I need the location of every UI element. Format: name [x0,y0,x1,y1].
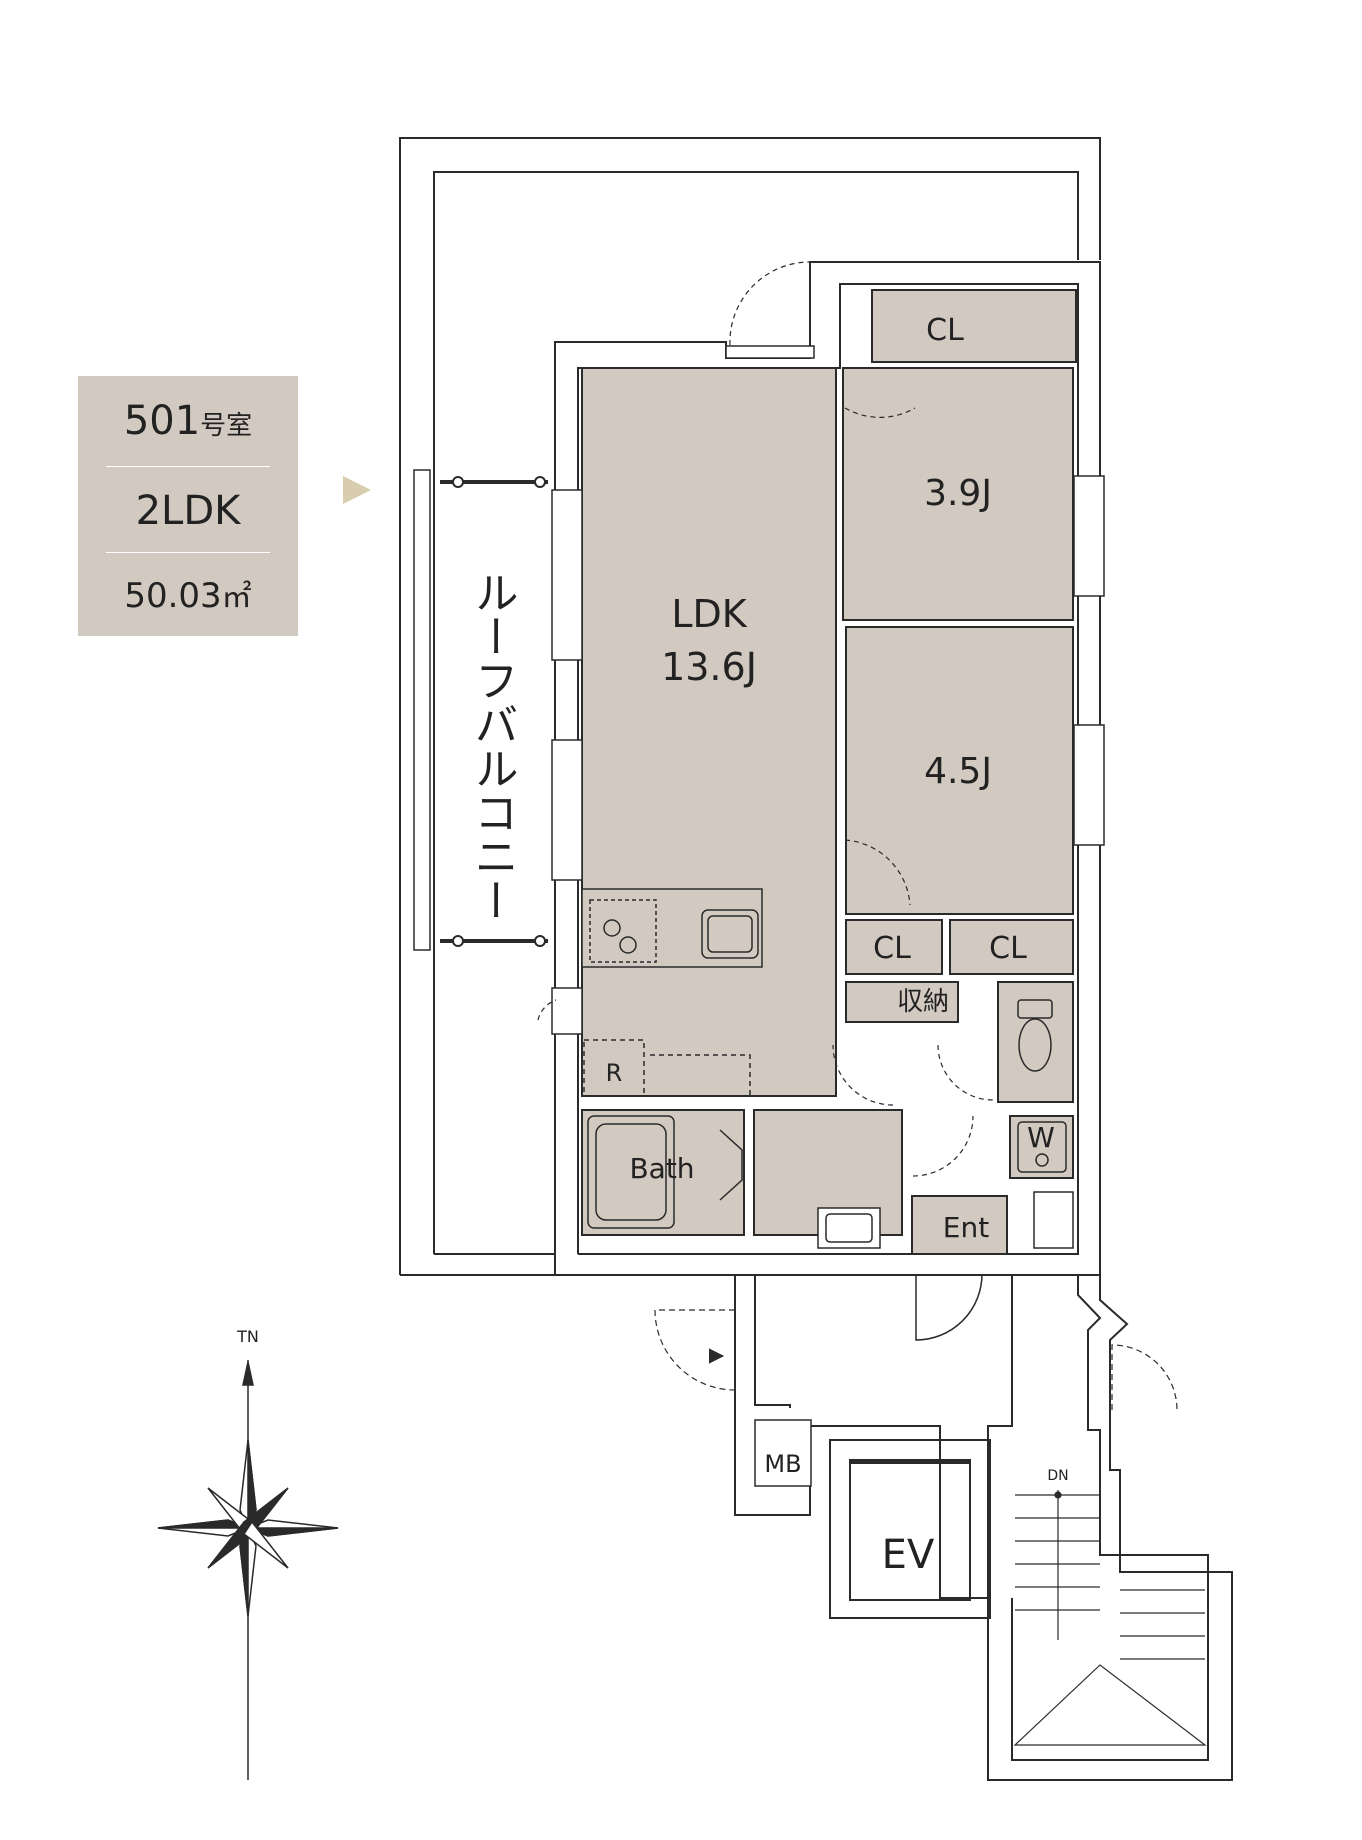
bathroom [581,1109,745,1236]
bathtub-icon [587,1115,881,1249]
compass-rose [157,1360,339,1780]
closet-left-label: CL [873,931,911,966]
area-value: 50.03 [124,576,222,616]
closet-left [845,919,943,975]
rooms-fill [581,289,1077,1255]
badge-divider-top [106,466,270,467]
room-3-9 [842,367,1074,621]
stairs-down-label: DN [1047,1468,1068,1484]
refrigerator-label: R [606,1059,623,1087]
unit-info-badge: 501号室 2LDK 50.03㎡ [78,376,298,636]
sink-icon [701,909,759,959]
shoe-cabinet [1033,1191,1074,1249]
meter-box [754,1419,812,1487]
north-label: TN [236,1327,259,1346]
closet-right [949,919,1074,975]
refrigerator-space [583,1039,645,1097]
room-number: 501 [123,398,201,444]
door-swings [537,261,994,1177]
room-suffix: 号室 [200,411,253,441]
meter-box-label: MB [764,1450,801,1478]
room1-size-label: 3.9J [924,473,992,514]
balcony-windows [551,345,1105,1035]
washer-label: W [1027,1121,1055,1154]
entrance-label: Ent [943,1211,989,1244]
room-4-5 [845,626,1074,915]
layout-type-row: 2LDK [78,488,298,534]
closet-top-label: CL [926,313,964,348]
closet-right-label: CL [989,931,1027,966]
area-unit: ㎡ [221,580,252,615]
stairs [1013,1490,1207,1746]
elevator-label: EV [882,1532,935,1578]
area-row: 50.03㎡ [78,572,298,616]
entrance-area [911,1195,1008,1255]
storage [845,981,959,1023]
elevator-shaft [829,1439,991,1619]
pointer-arrow-icon [343,476,371,504]
common-corridor [654,1273,1233,1781]
ldk-room [581,367,837,1097]
washer-space [1009,1115,1074,1179]
washer-icon [1017,1121,1067,1173]
toilet-icon [1017,999,1053,1072]
toilet-room [997,981,1074,1103]
storage-label: 収納 [897,987,949,1017]
room2-size-label: 4.5J [924,751,992,792]
ldk-label: LDK [671,592,747,636]
bath-label: Bath [629,1152,694,1185]
kitchen-counter [581,888,763,1097]
balcony-label: ルーフバルコニー [467,570,518,922]
room-number-row: 501号室 [78,398,298,444]
roof-balcony [399,137,1101,1276]
stove-icon [589,899,657,963]
ldk-size-label: 13.6J [661,645,757,689]
badge-divider-bottom [106,552,270,553]
closet-top [871,289,1077,363]
layout-type: 2LDK [135,488,241,534]
